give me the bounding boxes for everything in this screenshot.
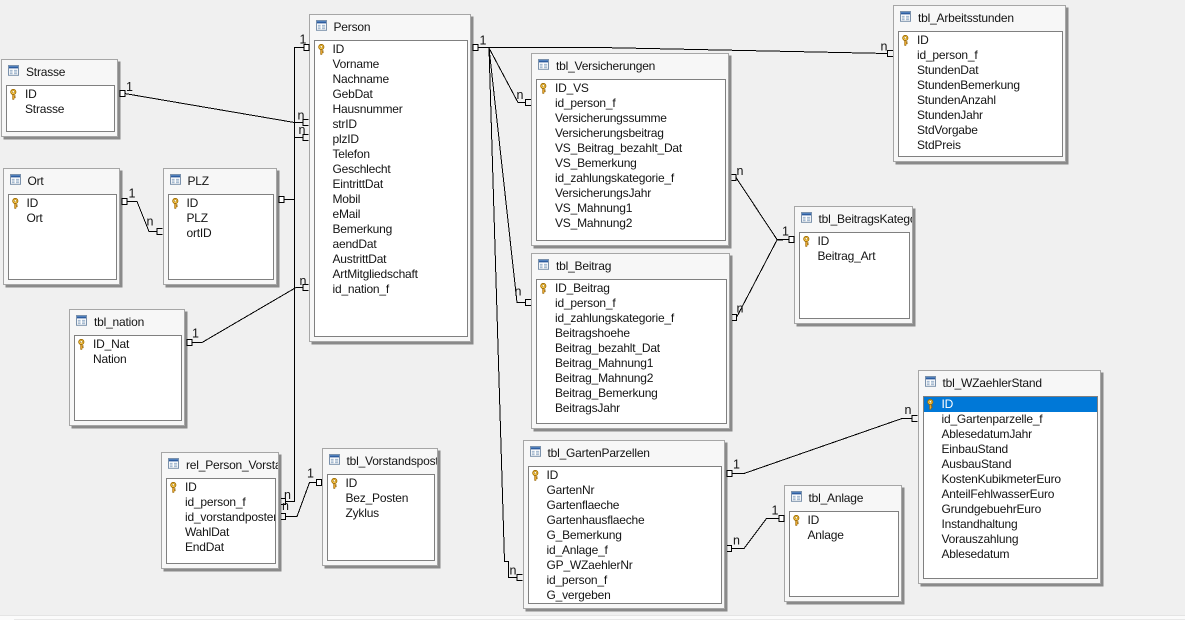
svg-text:1: 1 xyxy=(126,80,133,94)
svg-text:1: 1 xyxy=(300,33,307,47)
svg-text:1: 1 xyxy=(192,327,199,341)
svg-text:n: n xyxy=(510,564,517,578)
svg-text:1: 1 xyxy=(129,187,136,201)
svg-text:n: n xyxy=(299,123,306,137)
svg-text:1: 1 xyxy=(307,467,314,481)
svg-text:1: 1 xyxy=(772,504,779,518)
svg-text:n: n xyxy=(517,88,524,102)
svg-text:n: n xyxy=(737,302,744,316)
svg-text:n: n xyxy=(284,488,291,502)
svg-text:n: n xyxy=(733,534,740,548)
svg-text:1: 1 xyxy=(480,34,487,48)
svg-text:n: n xyxy=(737,164,744,178)
svg-text:n: n xyxy=(881,40,888,54)
svg-text:1: 1 xyxy=(782,225,789,239)
svg-text:1: 1 xyxy=(733,458,740,472)
svg-text:n: n xyxy=(147,215,154,229)
svg-text:n: n xyxy=(515,285,522,299)
svg-text:n: n xyxy=(298,109,305,123)
svg-text:n: n xyxy=(905,403,912,417)
svg-text:n: n xyxy=(282,499,289,513)
svg-text:n: n xyxy=(300,274,307,288)
